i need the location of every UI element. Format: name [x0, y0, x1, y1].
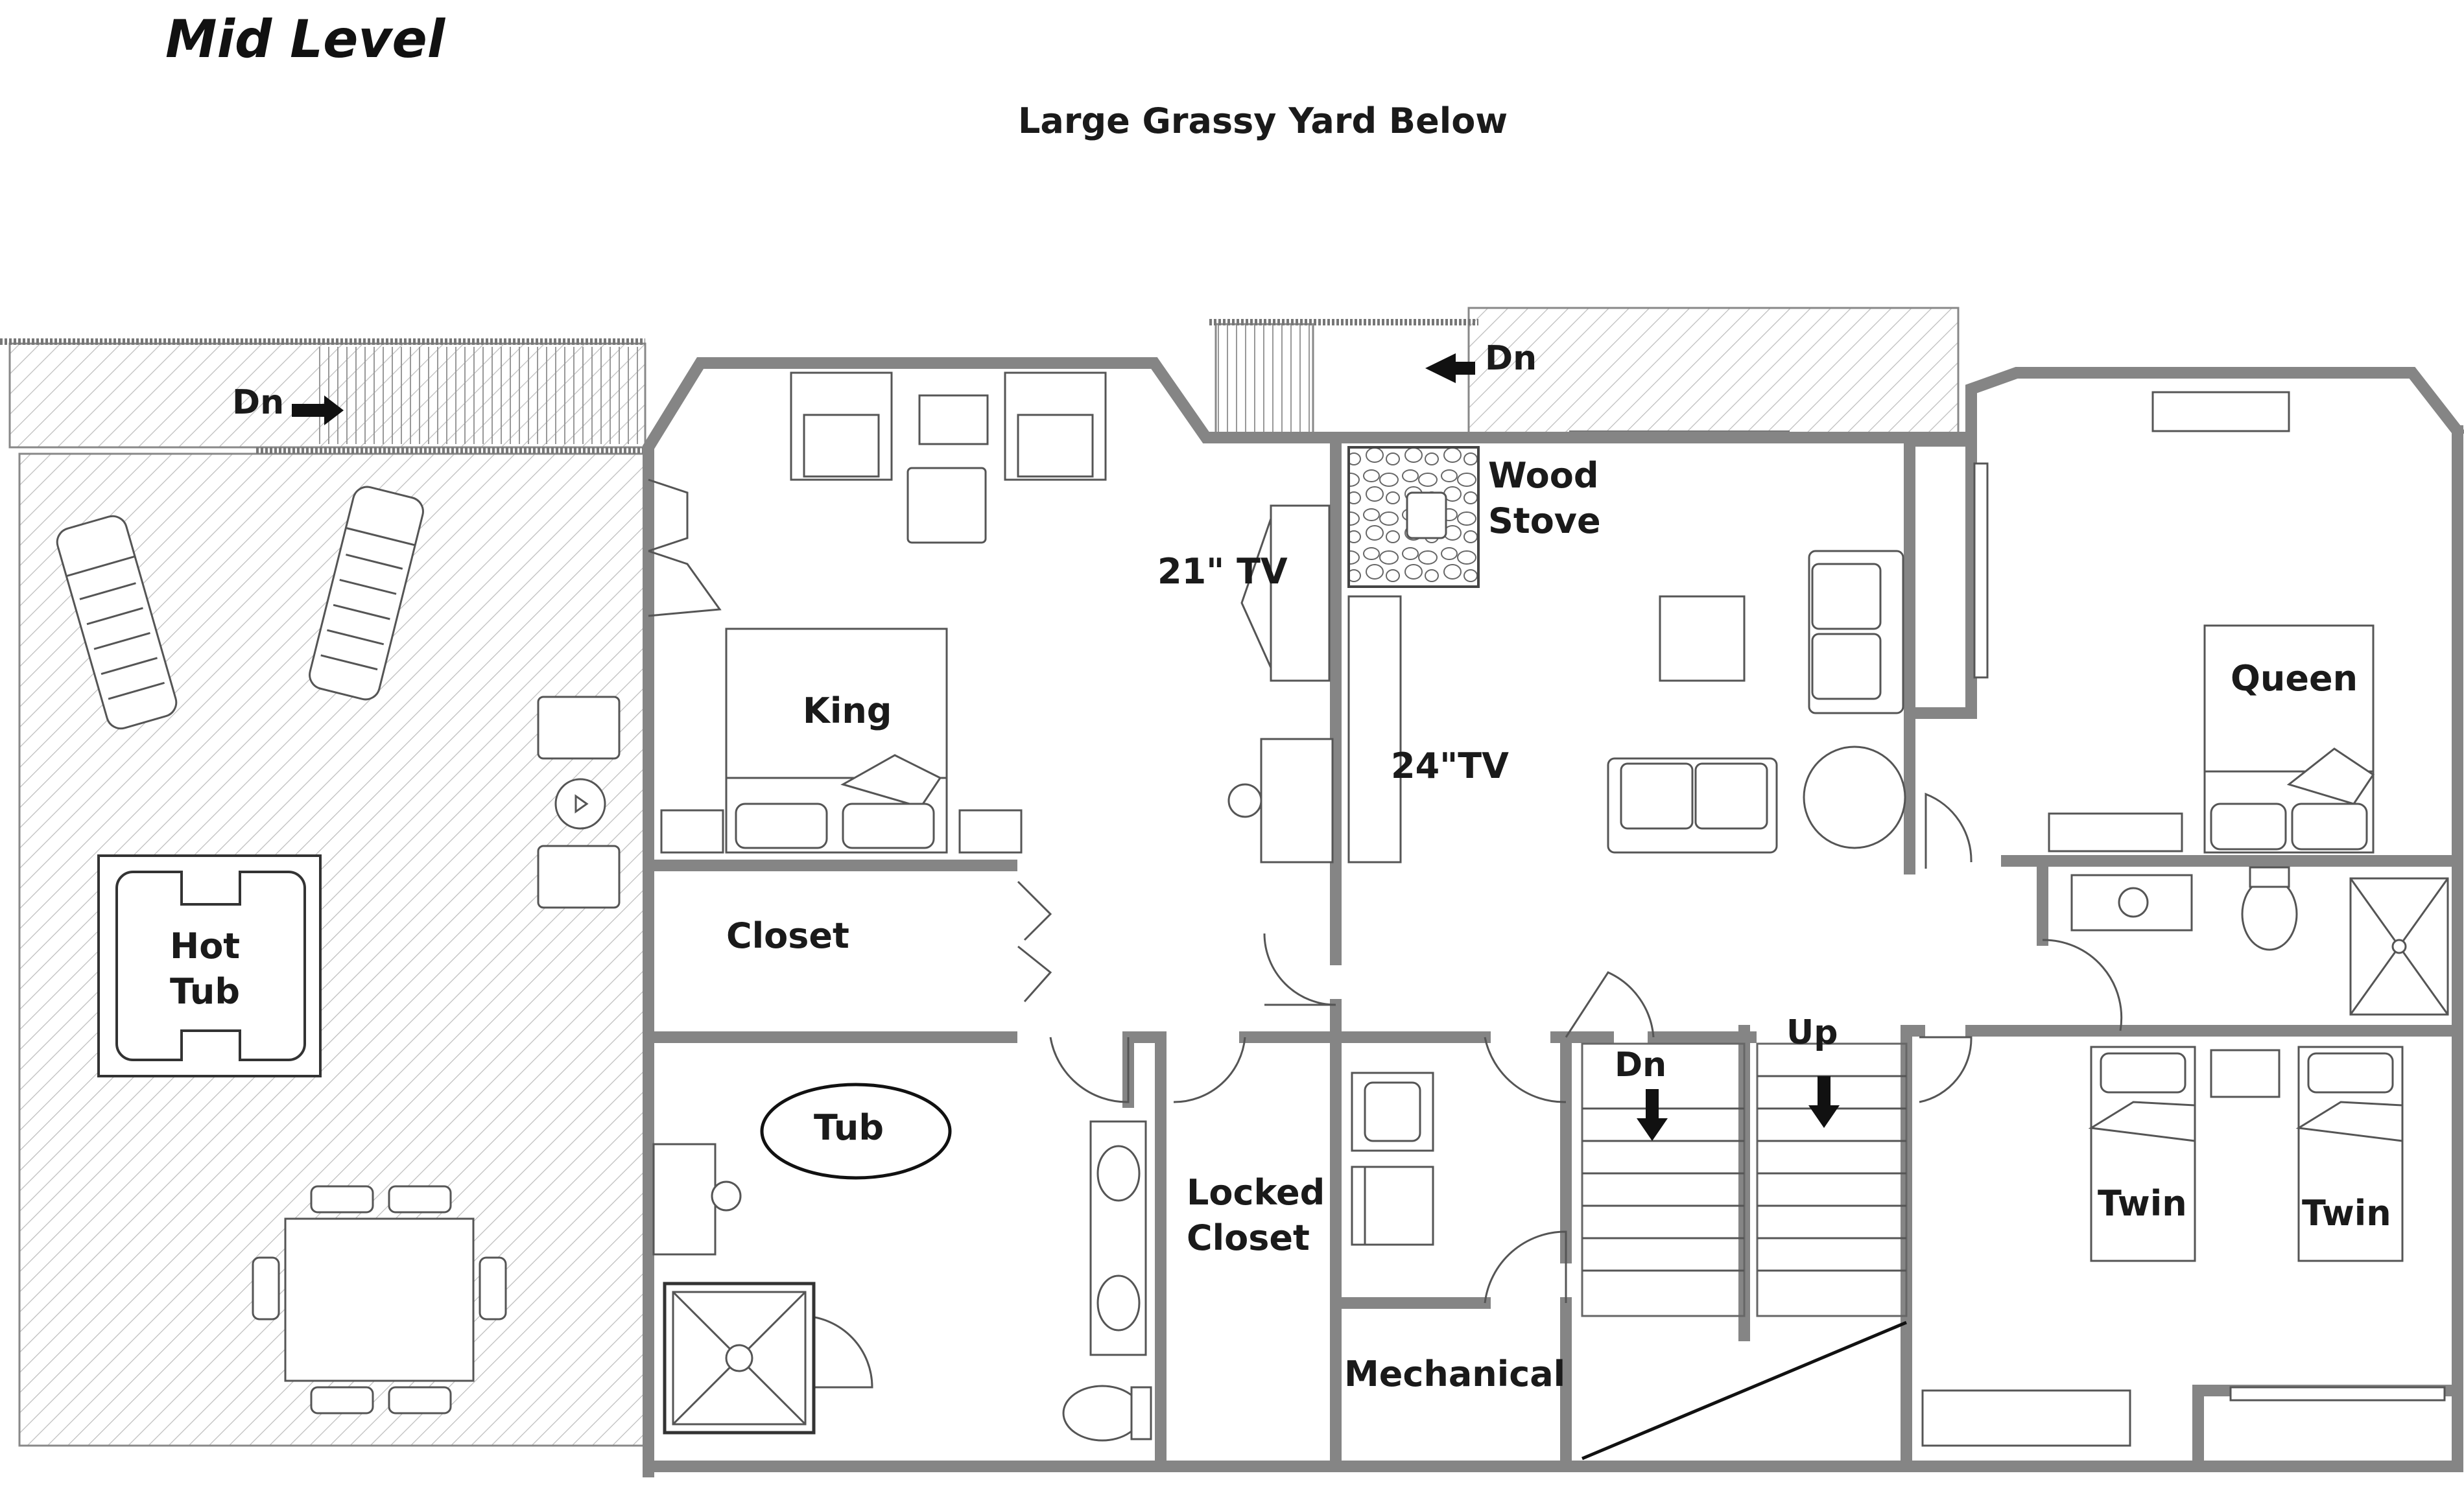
stairs-down-label: Dn — [1615, 1046, 1666, 1085]
arrow-down-icon — [1637, 1089, 1668, 1141]
lounge-chair-left — [56, 515, 178, 730]
hot-tub — [97, 854, 322, 1077]
twin-bed-label-left: Twin — [2098, 1183, 2187, 1224]
arrow-right-icon — [292, 395, 344, 425]
hot-tub-label: Hot — [170, 926, 240, 967]
hot-tub-label: Tub — [170, 971, 240, 1012]
tv-21-label: 21" TV — [1157, 551, 1288, 592]
queen-bedroom-furniture — [1973, 391, 2375, 854]
arrow-down-icon — [1808, 1076, 1840, 1128]
dn-label-deck-left: Dn — [232, 383, 284, 422]
stairs — [1581, 1042, 1908, 1461]
stairs-up-label: Up — [1786, 1013, 1838, 1052]
lounge-chair-right — [309, 486, 424, 701]
bistro-set — [537, 696, 621, 909]
twin-bedroom-furniture — [1921, 1046, 2446, 1447]
plan-title: Mid Level — [165, 9, 446, 69]
twin-bed-label-right: Twin — [2302, 1193, 2391, 1234]
mechanical-label: Mechanical — [1344, 1354, 1565, 1394]
doors — [648, 478, 2123, 1389]
tub-label: Tub — [814, 1107, 884, 1148]
closet-label: Closet — [726, 915, 849, 956]
mechanical-fixtures — [1351, 1072, 1434, 1246]
queen-bed-label: Queen — [2231, 658, 2358, 699]
master-bath-fixtures — [652, 1083, 1152, 1442]
hall-bath-fixtures — [2070, 866, 2449, 1016]
patio-dining-table — [252, 1185, 507, 1415]
plan-subtitle: Large Grassy Yard Below — [1018, 100, 1508, 141]
locked-closet-label: Closet — [1187, 1217, 1310, 1258]
dn-label-deck-right: Dn — [1485, 339, 1537, 378]
locked-closet-label: Locked — [1187, 1172, 1325, 1213]
arrow-left-icon — [1425, 353, 1475, 383]
tv-24-label: 24"TV — [1391, 746, 1509, 786]
king-bed-label: King — [803, 690, 892, 731]
wood-stove-label: Wood — [1488, 455, 1599, 496]
king-bedroom-furniture — [660, 371, 1334, 863]
upper-deck — [1209, 307, 1960, 439]
wood-stove-label: Stove — [1488, 500, 1601, 541]
living-room-furniture — [1347, 446, 1906, 863]
